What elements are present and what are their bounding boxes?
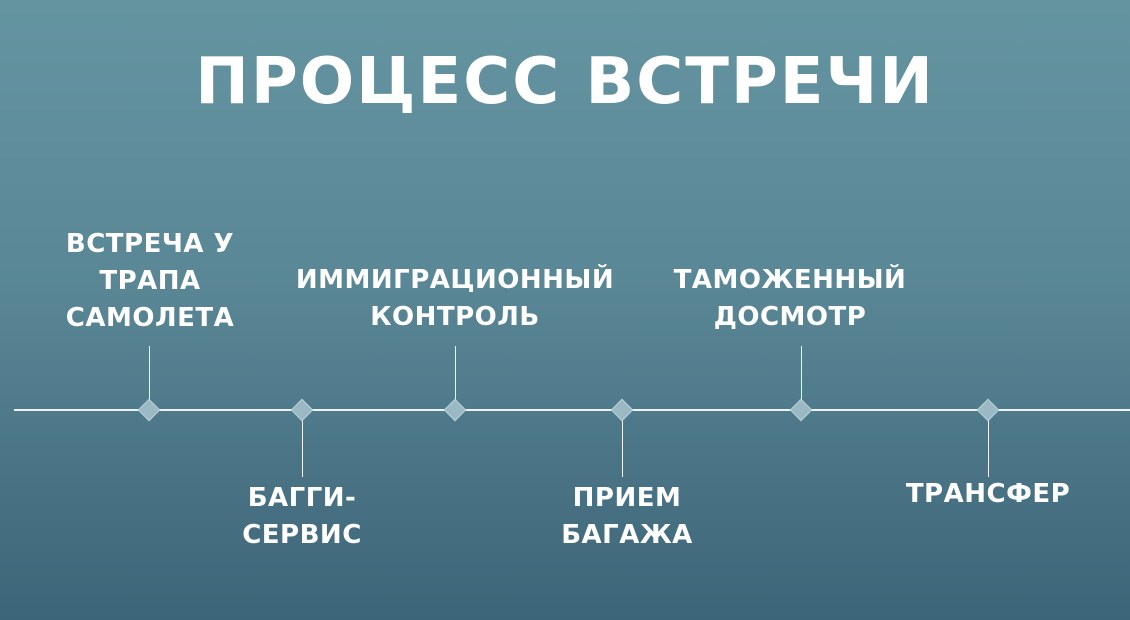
step-4-connector bbox=[622, 410, 623, 477]
step-6-marker bbox=[976, 398, 1000, 422]
step-2-connector bbox=[302, 410, 303, 477]
step-1-label: ВСТРЕЧА У ТРАПА САМОЛЕТА bbox=[65, 229, 235, 333]
step-2-label: БАГГИ- СЕРВИС bbox=[242, 483, 362, 550]
step-5-label: ТАМОЖЕННЫЙ ДОСМОТР bbox=[673, 265, 907, 332]
step-1-marker bbox=[137, 398, 161, 422]
step-3-label: ИММИГРАЦИОННЫЙ КОНТРОЛЬ bbox=[295, 265, 615, 332]
step-6-connector bbox=[988, 410, 989, 477]
step-4-marker bbox=[610, 398, 634, 422]
step-5-marker bbox=[789, 398, 813, 422]
step-1-connector bbox=[149, 346, 150, 410]
step-5-connector bbox=[801, 346, 802, 410]
step-3-connector bbox=[455, 346, 456, 410]
step-2-marker bbox=[290, 398, 314, 422]
step-3-marker bbox=[443, 398, 467, 422]
step-4-label: ПРИЕМ БАГАЖА bbox=[561, 483, 693, 550]
step-6-label: ТРАНСФЕР bbox=[905, 479, 1071, 509]
timeline-axis bbox=[14, 409, 1130, 411]
page-title: ПРОЦЕСС ВСТРЕЧИ bbox=[195, 45, 935, 119]
